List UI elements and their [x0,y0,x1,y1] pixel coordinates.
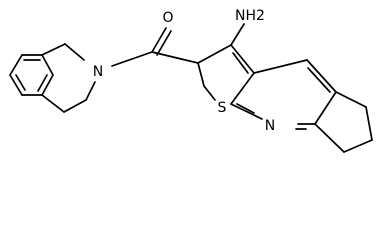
chemical-structure: O NH2 N S N [9,8,373,153]
amino-bond [230,23,245,46]
tetrahydropyridine-ring [41,43,96,113]
benzene-ring [9,54,54,96]
amine-label: NH2 [235,8,265,24]
pyridine-ring [230,59,337,130]
cyclopentane-ring [314,91,373,153]
amide-nitrogen-label: N [93,64,103,80]
pyridine-nitrogen-label: N [265,118,275,134]
oxygen-label: O [162,10,173,26]
sulfur-label: S [218,100,227,116]
atom-labels: O NH2 N S N [93,8,275,134]
thiophene-ring [197,44,255,105]
amide-group [111,27,199,67]
